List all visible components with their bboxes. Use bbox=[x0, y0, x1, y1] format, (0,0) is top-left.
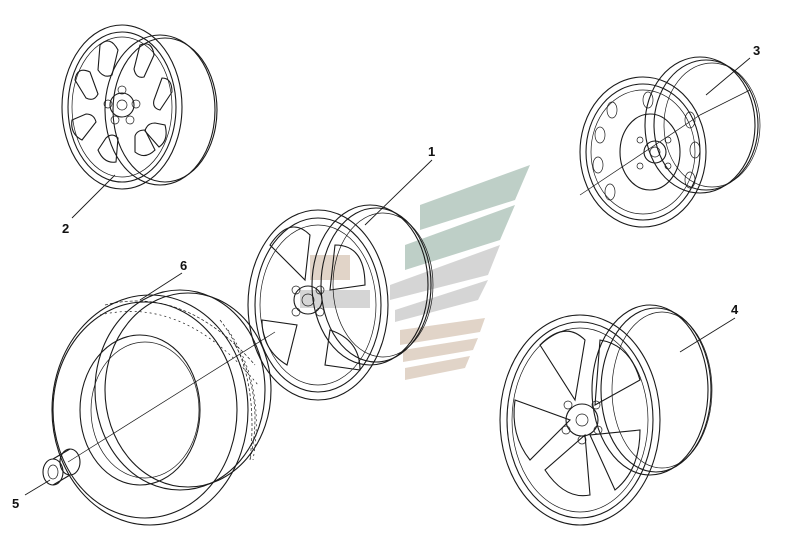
leader-5 bbox=[24, 479, 51, 496]
leader-1 bbox=[364, 159, 433, 226]
tire-6 bbox=[51, 289, 276, 526]
alloy-rim-1 bbox=[247, 204, 434, 401]
leader-2 bbox=[71, 174, 116, 219]
leader-4 bbox=[679, 317, 736, 353]
callout-2: 2 bbox=[62, 221, 69, 236]
alloy-wheel-4 bbox=[499, 304, 713, 526]
callout-4: 4 bbox=[731, 302, 739, 317]
callout-6: 6 bbox=[180, 258, 187, 273]
watermark-logo bbox=[300, 165, 530, 380]
alloy-wheel-2 bbox=[61, 24, 218, 190]
callout-3: 3 bbox=[753, 43, 760, 58]
leader-3 bbox=[705, 57, 751, 96]
callout-1: 1 bbox=[428, 144, 435, 159]
callout-5: 5 bbox=[12, 496, 19, 511]
valve-cap-5 bbox=[42, 448, 81, 486]
steel-wheel-3 bbox=[579, 56, 761, 228]
leader-6 bbox=[139, 272, 183, 301]
